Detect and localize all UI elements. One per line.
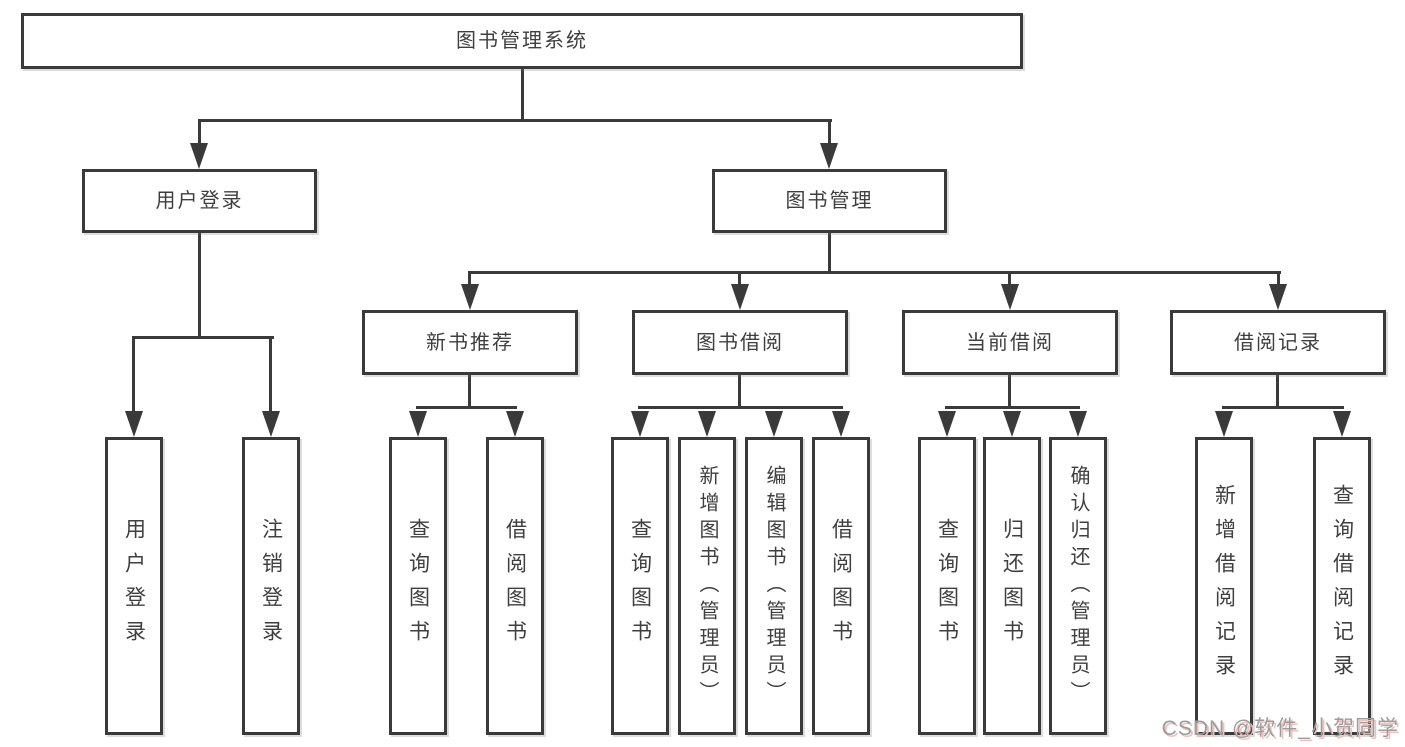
- node-new-book-recommend: 新书推荐: [362, 310, 578, 375]
- node-label: 图书管理系统: [456, 30, 588, 52]
- node-leaf-borrowing-query-books: 查询图书: [611, 437, 669, 735]
- connector-line: [521, 67, 524, 122]
- connector-line: [738, 271, 741, 288]
- connector-line: [828, 231, 831, 274]
- node-label: 编辑图书（管理员）: [763, 464, 785, 708]
- node-label: 图书管理: [785, 190, 874, 212]
- arrow-down-icon: [190, 143, 208, 169]
- arrow-down-icon: [631, 411, 649, 437]
- node-leaf-records-add-record: 新增借阅记录: [1195, 437, 1253, 735]
- arrow-down-icon: [125, 411, 143, 437]
- arrow-down-icon: [820, 143, 838, 169]
- node-label: 注销登录: [259, 518, 283, 654]
- connector-line: [468, 271, 471, 288]
- arrow-down-icon: [1003, 411, 1021, 437]
- node-leaf-recommend-query-books: 查询图书: [389, 437, 447, 735]
- connector-line: [1222, 406, 1344, 409]
- arrow-down-icon: [1269, 284, 1287, 310]
- node-label: 查询图书: [628, 518, 652, 654]
- node-leaf-user-login: 用户登录: [105, 437, 163, 735]
- node-label: 确认归还（管理员）: [1067, 464, 1089, 708]
- arrow-down-icon: [506, 411, 524, 437]
- arrow-down-icon: [1333, 411, 1351, 437]
- node-label: 查询图书: [406, 518, 430, 654]
- connector-line: [198, 231, 201, 339]
- arrow-down-icon: [1001, 284, 1019, 310]
- node-label: 用户登录: [122, 518, 146, 654]
- connector-line: [828, 119, 831, 147]
- node-label: 借阅图书: [829, 518, 853, 654]
- connector-line: [269, 336, 272, 416]
- connector-line: [638, 406, 843, 409]
- node-leaf-current-return-books: 归还图书: [983, 437, 1041, 735]
- connector-line: [1276, 373, 1279, 409]
- node-label: 借阅记录: [1234, 331, 1322, 354]
- node-leaf-current-confirm-return: 确认归还（管理员）: [1049, 437, 1107, 735]
- connector-line: [416, 406, 517, 409]
- node-label: 新增借阅记录: [1212, 484, 1236, 688]
- arrow-down-icon: [698, 411, 716, 437]
- arrow-down-icon: [938, 411, 956, 437]
- arrow-down-icon: [765, 411, 783, 437]
- arrow-down-icon: [731, 284, 749, 310]
- arrow-down-icon: [409, 411, 427, 437]
- node-label: 新增图书（管理员）: [696, 464, 718, 708]
- connector-line: [738, 373, 741, 409]
- connector-line: [198, 119, 832, 122]
- node-leaf-borrowing-borrow-books: 借阅图书: [812, 437, 870, 735]
- node-leaf-borrowing-add-books: 新增图书（管理员）: [678, 437, 736, 735]
- connector-line: [1277, 271, 1280, 288]
- arrow-down-icon: [1069, 411, 1087, 437]
- node-label: 用户登录: [155, 190, 244, 212]
- connector-line: [198, 119, 201, 147]
- node-label: 当前借阅: [966, 331, 1054, 354]
- arrow-down-icon: [262, 411, 280, 437]
- node-leaf-borrowing-edit-books: 编辑图书（管理员）: [745, 437, 803, 735]
- node-label: 查询借阅记录: [1330, 484, 1354, 688]
- connector-line: [945, 406, 1080, 409]
- connector-line: [132, 336, 274, 339]
- node-current-borrowing: 当前借阅: [902, 310, 1118, 375]
- node-label: 图书借阅: [696, 331, 784, 354]
- watermark: CSDN @软件_小贺同学: [1161, 717, 1399, 740]
- connector-line: [132, 336, 135, 416]
- connector-line: [468, 373, 471, 409]
- node-label: 归还图书: [1000, 518, 1024, 654]
- node-leaf-recommend-borrow-books: 借阅图书: [486, 437, 544, 735]
- connector-line: [1008, 373, 1011, 409]
- node-user-login: 用户登录: [82, 169, 317, 233]
- node-label: 查询图书: [935, 518, 959, 654]
- connector-line: [468, 271, 1281, 274]
- node-leaf-logout-login: 注销登录: [242, 437, 300, 735]
- node-book-management: 图书管理: [712, 169, 947, 233]
- node-book-borrowing: 图书借阅: [632, 310, 848, 375]
- connector-line: [1008, 271, 1011, 288]
- node-leaf-records-query-record: 查询借阅记录: [1313, 437, 1371, 735]
- arrow-down-icon: [1215, 411, 1233, 437]
- node-borrowing-records: 借阅记录: [1170, 310, 1386, 375]
- arrow-down-icon: [461, 284, 479, 310]
- arrow-down-icon: [832, 411, 850, 437]
- node-leaf-current-query-books: 查询图书: [918, 437, 976, 735]
- node-system: 图书管理系统: [21, 13, 1023, 69]
- node-label: 新书推荐: [426, 331, 514, 354]
- node-label: 借阅图书: [503, 518, 527, 654]
